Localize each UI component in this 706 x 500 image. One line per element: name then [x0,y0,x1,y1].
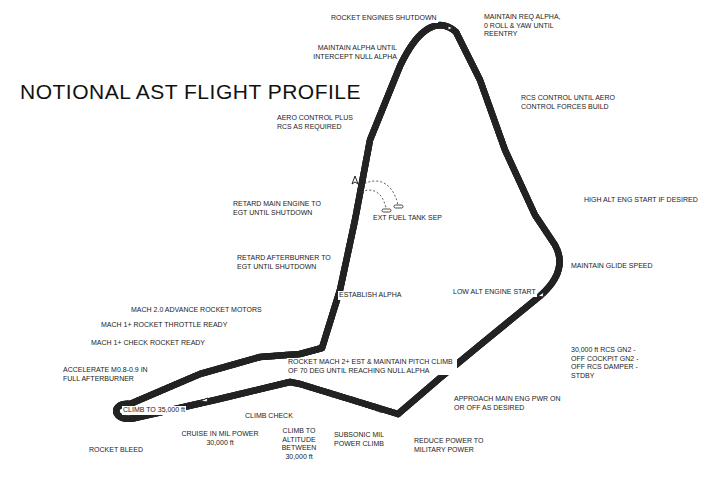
annotation-label: ESTABLISH ALPHA [338,291,403,300]
annotation-label: CLIMB TO 35,000 ft [122,406,186,415]
annotation-label: RETARD AFTERBURNER TO EGT UNTIL SHUTDOWN [236,254,340,271]
annotation-label: MAINTAIN REQ ALPHA, 0 ROLL & YAW UNTIL R… [483,13,567,39]
annotation-label: RETARD MAIN ENGINE TO EGT UNTIL SHUTDOWN [232,200,334,217]
annotation-label: RCS CONTROL UNTIL AERO CONTROL FORCES BU… [520,94,622,111]
annotation-label: APPROACH MAIN ENG PWR ON OR OFF AS DESIR… [453,395,571,412]
annotation-label: CLIMB CHECK [244,412,294,421]
annotation-label: CRUISE IN MIL POWER 30,000 ft [180,430,260,447]
fuel-tank-icons [382,205,403,212]
annotation-label: CLIMB TO ALTITUDE BETWEEN 30,000 ft [270,427,328,461]
annotation-label: ROCKET MACH 2+ EST & MAINTAIN PITCH CLIM… [287,358,457,375]
diagram-title: NOTIONAL AST FLIGHT PROFILE [20,80,361,104]
annotation-label: ROCKET BLEED [88,446,144,455]
annotation-label: ROCKET ENGINES SHUTDOWN [330,14,438,23]
annotation-label: MACH 1+ ROCKET THROTTLE READY [100,321,228,330]
annotation-label: HIGH ALT ENG START IF DESIRED [583,196,699,205]
annotation-label: 30,000 ft RCS GN2 - OFF COCKPIT GN2 - OF… [570,346,642,380]
annotation-label: ACCELERATE M0.8-0.9 IN FULL AFTERBURNER [62,366,164,383]
annotation-label: EXT FUEL TANK SEP [372,214,443,223]
annotation-label: LOW ALT ENGINE START [452,288,537,297]
annotation-label: MAINTAIN ALPHA UNTIL INTERCEPT NULL ALPH… [300,44,398,61]
annotation-label: MACH 1+ CHECK ROCKET READY [90,339,206,348]
annotation-label: AERO CONTROL PLUS RCS AS REQUIRED [276,114,370,131]
annotation-label: REDUCE POWER TO MILITARY POWER [413,437,487,454]
annotation-label: MACH 2.0 ADVANCE ROCKET MOTORS [130,306,263,315]
tank-separation-arcs [358,181,398,208]
annotation-label: MAINTAIN GLIDE SPEED [570,262,654,271]
annotation-label: SUBSONIC MIL POWER CLIMB [330,431,388,448]
runway-line [300,384,398,414]
